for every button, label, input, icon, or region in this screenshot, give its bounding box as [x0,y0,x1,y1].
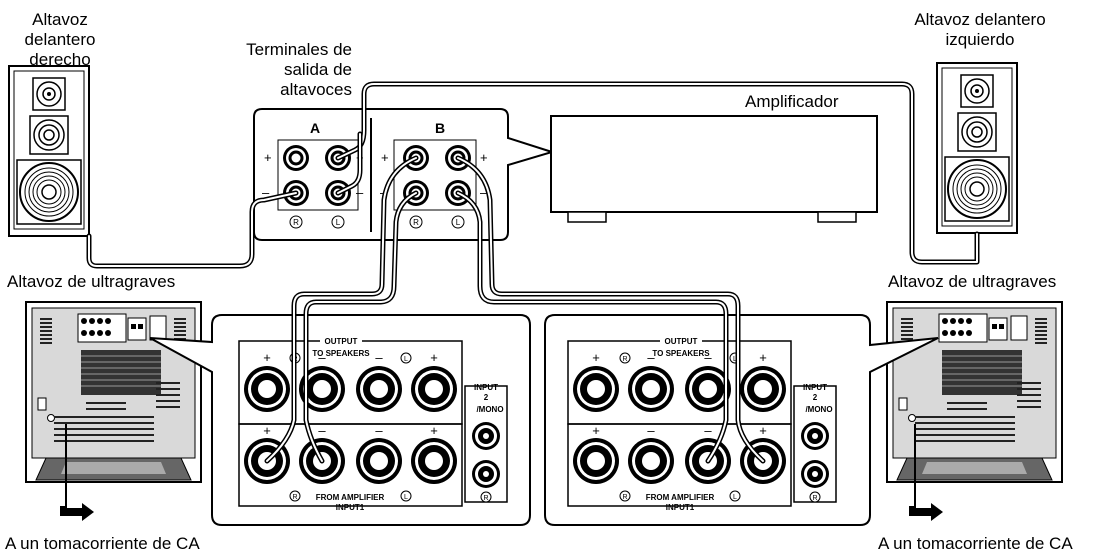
left-out-minus-1: – [318,350,326,365]
right-rca-r-mark: R [812,495,817,502]
terminal-a-r-plus [283,145,309,171]
terminal-b-plus-sign-2: + [480,150,488,165]
ac-arrow-right-icon [909,503,943,521]
right-out-minus-2: – [704,350,712,365]
left-out-terminal-3 [356,366,402,412]
mono-label-right: /MONO [805,405,832,414]
input2-num-right: 2 [813,393,818,402]
speaker-terminal-panel: A B + + – – + + – – R L R L [253,108,556,241]
right-in-plus-2: + [759,423,767,438]
right-out-terminal-4 [740,366,786,412]
subwoofer-panel-left: OUTPUT TO SPEAKERS INPUT 2 /MONO FROM AM… [149,314,531,526]
speaker-cables [86,81,980,464]
terminal-a-minus-sign: – [262,185,270,200]
right-out-r-mark: R [622,356,627,363]
speaker-terminals-label-line1: Terminales de [246,40,352,59]
right-rca-l-mono [801,422,829,450]
terminal-group-b: B [435,120,445,136]
terminal-a-plus-sign: + [264,150,272,165]
subwoofer-left-label: Altavoz de ultragraves [7,272,176,291]
terminal-a-minus-sign-2: – [356,185,364,200]
right-out-plus-2: + [759,350,767,365]
amplifier-label: Amplificador [745,92,839,111]
speaker-terminals-label-line3: altavoces [280,80,352,99]
ac-outlet-left-label: A un tomacorriente de CA [5,534,200,553]
right-out-plus-1: + [592,350,600,365]
front-right-speaker [8,65,90,237]
left-out-l-mark: L [404,356,408,363]
terminal-a-r-mark: R [293,218,299,227]
left-out-plus-2: + [430,350,438,365]
from-amplifier-label-left: FROM AMPLIFIER [316,493,385,502]
left-in-minus-1: – [318,423,326,438]
right-out-minus-1: – [647,350,655,365]
subwoofer-right [887,302,1062,482]
front-left-speaker [936,62,1018,234]
input1-label-left: INPUT1 [336,503,365,512]
left-out-plus-1: + [263,350,271,365]
left-out-minus-2: – [375,350,383,365]
right-in-r-mark: R [622,494,627,501]
input1-label-right: INPUT1 [666,503,695,512]
subwoofer-panel-right: OUTPUT TO SPEAKERS INPUT 2 /MONO FROM AM… [544,314,939,526]
to-speakers-label-left: TO SPEAKERS [312,349,370,358]
front-left-speaker-label: Altavoz delantero izquierdo [900,10,1060,50]
subwoofer-left [26,302,201,482]
left-in-terminal-3 [356,438,402,484]
front-right-speaker-label-line2: derecho [29,50,91,69]
speaker-terminals-label-line2: salida de [283,60,352,79]
terminal-b-plus-sign: + [381,150,389,165]
to-speakers-label-right: TO SPEAKERS [652,349,710,358]
front-left-speaker-label-line1: Altavoz delantero [914,10,1046,29]
output-label-right: OUTPUT [665,337,698,346]
terminal-group-a: A [310,120,320,136]
input2-num-left: 2 [484,393,489,402]
right-in-terminal-2 [628,438,674,484]
front-right-speaker-label: Altavoz delantero derecho [0,10,120,70]
right-rca-r [801,460,829,488]
terminal-a-l-mark: L [336,218,341,227]
from-amplifier-label-right: FROM AMPLIFIER [646,493,715,502]
front-right-speaker-label-line1: Altavoz delantero [24,10,96,49]
terminal-b-minus-sign-2: – [480,185,488,200]
amplifier [550,115,878,223]
left-in-terminal-4 [411,438,457,484]
right-in-l-mark: L [733,494,737,501]
left-in-minus-2: – [375,423,383,438]
mono-label-left: /MONO [476,405,503,414]
right-in-minus-2: – [704,423,712,438]
right-in-terminal-1 [573,438,619,484]
left-out-terminal-1 [244,366,290,412]
terminal-b-r-mark: R [413,218,419,227]
left-rca-l-mono [472,422,500,450]
subwoofer-right-label: Altavoz de ultragraves [888,272,1057,291]
input2-label-left: INPUT [474,383,498,392]
right-out-terminal-2 [628,366,674,412]
left-rca-r [472,460,500,488]
left-in-r-mark: R [292,494,297,501]
right-out-terminal-1 [573,366,619,412]
right-in-minus-1: – [647,423,655,438]
input2-label-right: INPUT [803,383,827,392]
left-in-l-mark: L [404,494,408,501]
ac-outlet-right-label: A un tomacorriente de CA [878,534,1073,553]
speaker-terminals-label: Terminales de salida de altavoces [220,40,352,100]
left-out-terminal-4 [411,366,457,412]
output-label-left: OUTPUT [325,337,358,346]
left-rca-r-mark: R [483,495,488,502]
right-out-l-mark: L [733,356,737,363]
terminal-b-l-mark: L [456,218,461,227]
ac-arrow-left-icon [60,503,94,521]
right-in-plus-1: + [592,423,600,438]
front-left-speaker-label-line2: izquierdo [945,30,1015,49]
left-in-plus-2: + [430,423,438,438]
left-in-plus-1: + [263,423,271,438]
